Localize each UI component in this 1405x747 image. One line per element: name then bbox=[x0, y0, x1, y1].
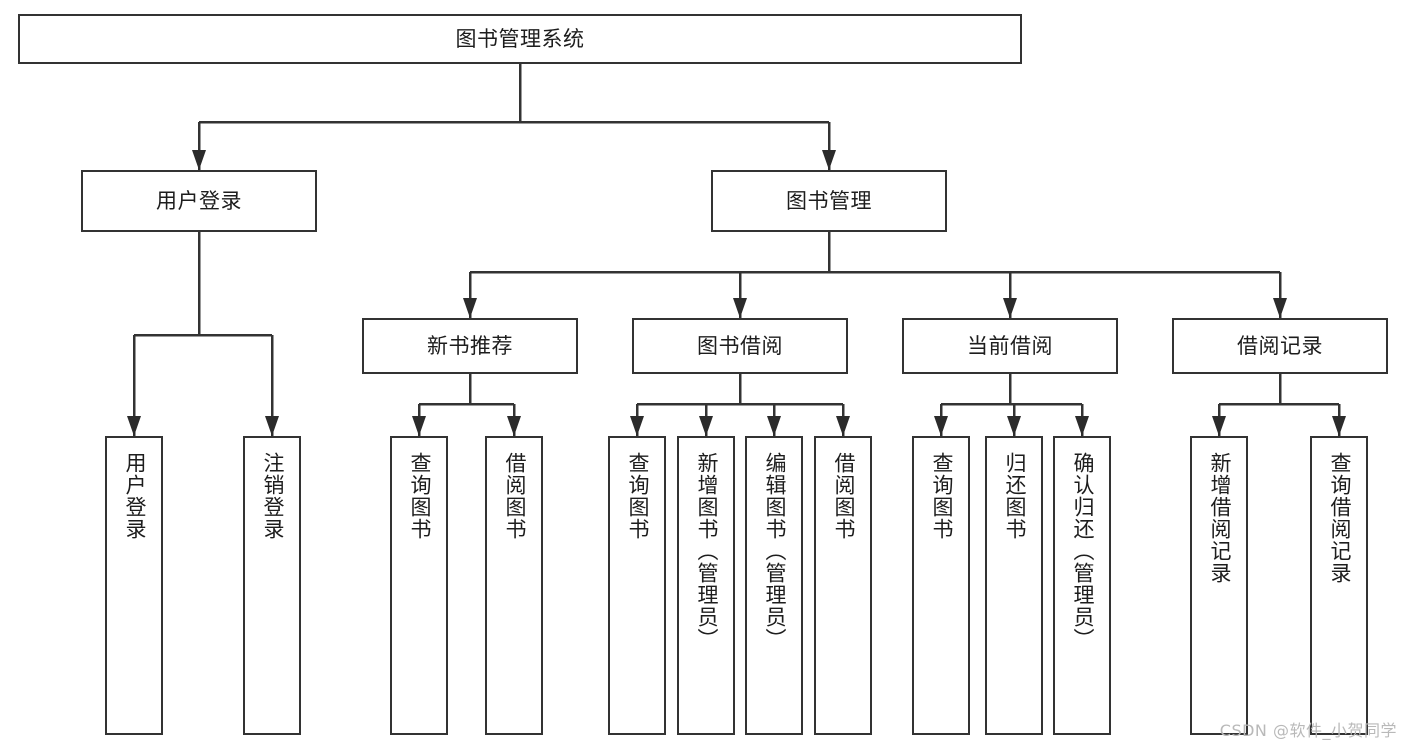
arrow-head-icon bbox=[1212, 416, 1226, 436]
arrow-head-icon bbox=[1332, 416, 1346, 436]
node-label: 用户登录 bbox=[156, 188, 242, 213]
node-leaf-return-book[interactable]: 归还图书 bbox=[985, 436, 1043, 735]
node-leaf-query-book-3[interactable]: 查询图书 bbox=[912, 436, 970, 735]
arrow-head-icon bbox=[1273, 298, 1287, 318]
node-root[interactable]: 图书管理系统 bbox=[18, 14, 1022, 64]
arrow-head-icon bbox=[934, 416, 948, 436]
node-label: 图书管理系统 bbox=[455, 26, 585, 51]
node-label: 借阅记录 bbox=[1237, 333, 1323, 358]
node-new-book-rec[interactable]: 新书推荐 bbox=[362, 318, 578, 374]
node-borrow-record[interactable]: 借阅记录 bbox=[1172, 318, 1388, 374]
arrow-head-icon bbox=[192, 150, 206, 170]
arrow-head-icon bbox=[507, 416, 521, 436]
node-label: 新增图书（管理员） bbox=[694, 452, 719, 650]
arrow-head-icon bbox=[733, 298, 747, 318]
node-label: 用户登录 bbox=[122, 452, 147, 540]
node-label: 新书推荐 bbox=[427, 333, 513, 358]
node-leaf-edit-book[interactable]: 编辑图书（管理员） bbox=[745, 436, 803, 735]
arrow-head-icon bbox=[836, 416, 850, 436]
node-label: 归还图书 bbox=[1002, 452, 1027, 540]
arrow-head-icon bbox=[463, 298, 477, 318]
watermark: CSDN @软件_小贺同学 bbox=[1219, 721, 1397, 740]
node-label: 借阅图书 bbox=[831, 452, 856, 540]
arrow-head-icon bbox=[1007, 416, 1021, 436]
node-current-borrow[interactable]: 当前借阅 bbox=[902, 318, 1118, 374]
node-leaf-user-login[interactable]: 用户登录 bbox=[105, 436, 163, 735]
node-leaf-user-logout[interactable]: 注销登录 bbox=[243, 436, 301, 735]
node-label: 确认归还（管理员） bbox=[1070, 452, 1095, 650]
arrow-head-icon bbox=[699, 416, 713, 436]
node-label: 查询图书 bbox=[929, 452, 954, 540]
arrow-head-icon bbox=[767, 416, 781, 436]
node-label: 新增借阅记录 bbox=[1207, 452, 1232, 584]
node-leaf-borrow-book-1[interactable]: 借阅图书 bbox=[485, 436, 543, 735]
node-label: 编辑图书（管理员） bbox=[762, 452, 787, 650]
node-user-login[interactable]: 用户登录 bbox=[81, 170, 317, 232]
node-label: 查询图书 bbox=[407, 452, 432, 540]
node-label: 图书管理 bbox=[786, 188, 872, 213]
node-leaf-add-book[interactable]: 新增图书（管理员） bbox=[677, 436, 735, 735]
node-leaf-query-book-1[interactable]: 查询图书 bbox=[390, 436, 448, 735]
node-label: 查询图书 bbox=[625, 452, 650, 540]
node-leaf-query-book-2[interactable]: 查询图书 bbox=[608, 436, 666, 735]
node-leaf-add-record[interactable]: 新增借阅记录 bbox=[1190, 436, 1248, 735]
arrow-head-icon bbox=[127, 416, 141, 436]
arrow-head-icon bbox=[822, 150, 836, 170]
node-leaf-confirm-return[interactable]: 确认归还（管理员） bbox=[1053, 436, 1111, 735]
node-label: 借阅图书 bbox=[502, 452, 527, 540]
node-book-borrow[interactable]: 图书借阅 bbox=[632, 318, 848, 374]
node-label: 图书借阅 bbox=[697, 333, 783, 358]
arrow-head-icon bbox=[1075, 416, 1089, 436]
arrow-head-icon bbox=[412, 416, 426, 436]
node-label: 当前借阅 bbox=[967, 333, 1053, 358]
arrow-head-icon bbox=[630, 416, 644, 436]
arrow-head-icon bbox=[265, 416, 279, 436]
arrow-head-icon bbox=[1003, 298, 1017, 318]
node-leaf-query-record[interactable]: 查询借阅记录 bbox=[1310, 436, 1368, 735]
node-book-manage[interactable]: 图书管理 bbox=[711, 170, 947, 232]
node-label: 注销登录 bbox=[260, 452, 285, 540]
node-leaf-borrow-book-2[interactable]: 借阅图书 bbox=[814, 436, 872, 735]
node-label: 查询借阅记录 bbox=[1327, 452, 1352, 584]
